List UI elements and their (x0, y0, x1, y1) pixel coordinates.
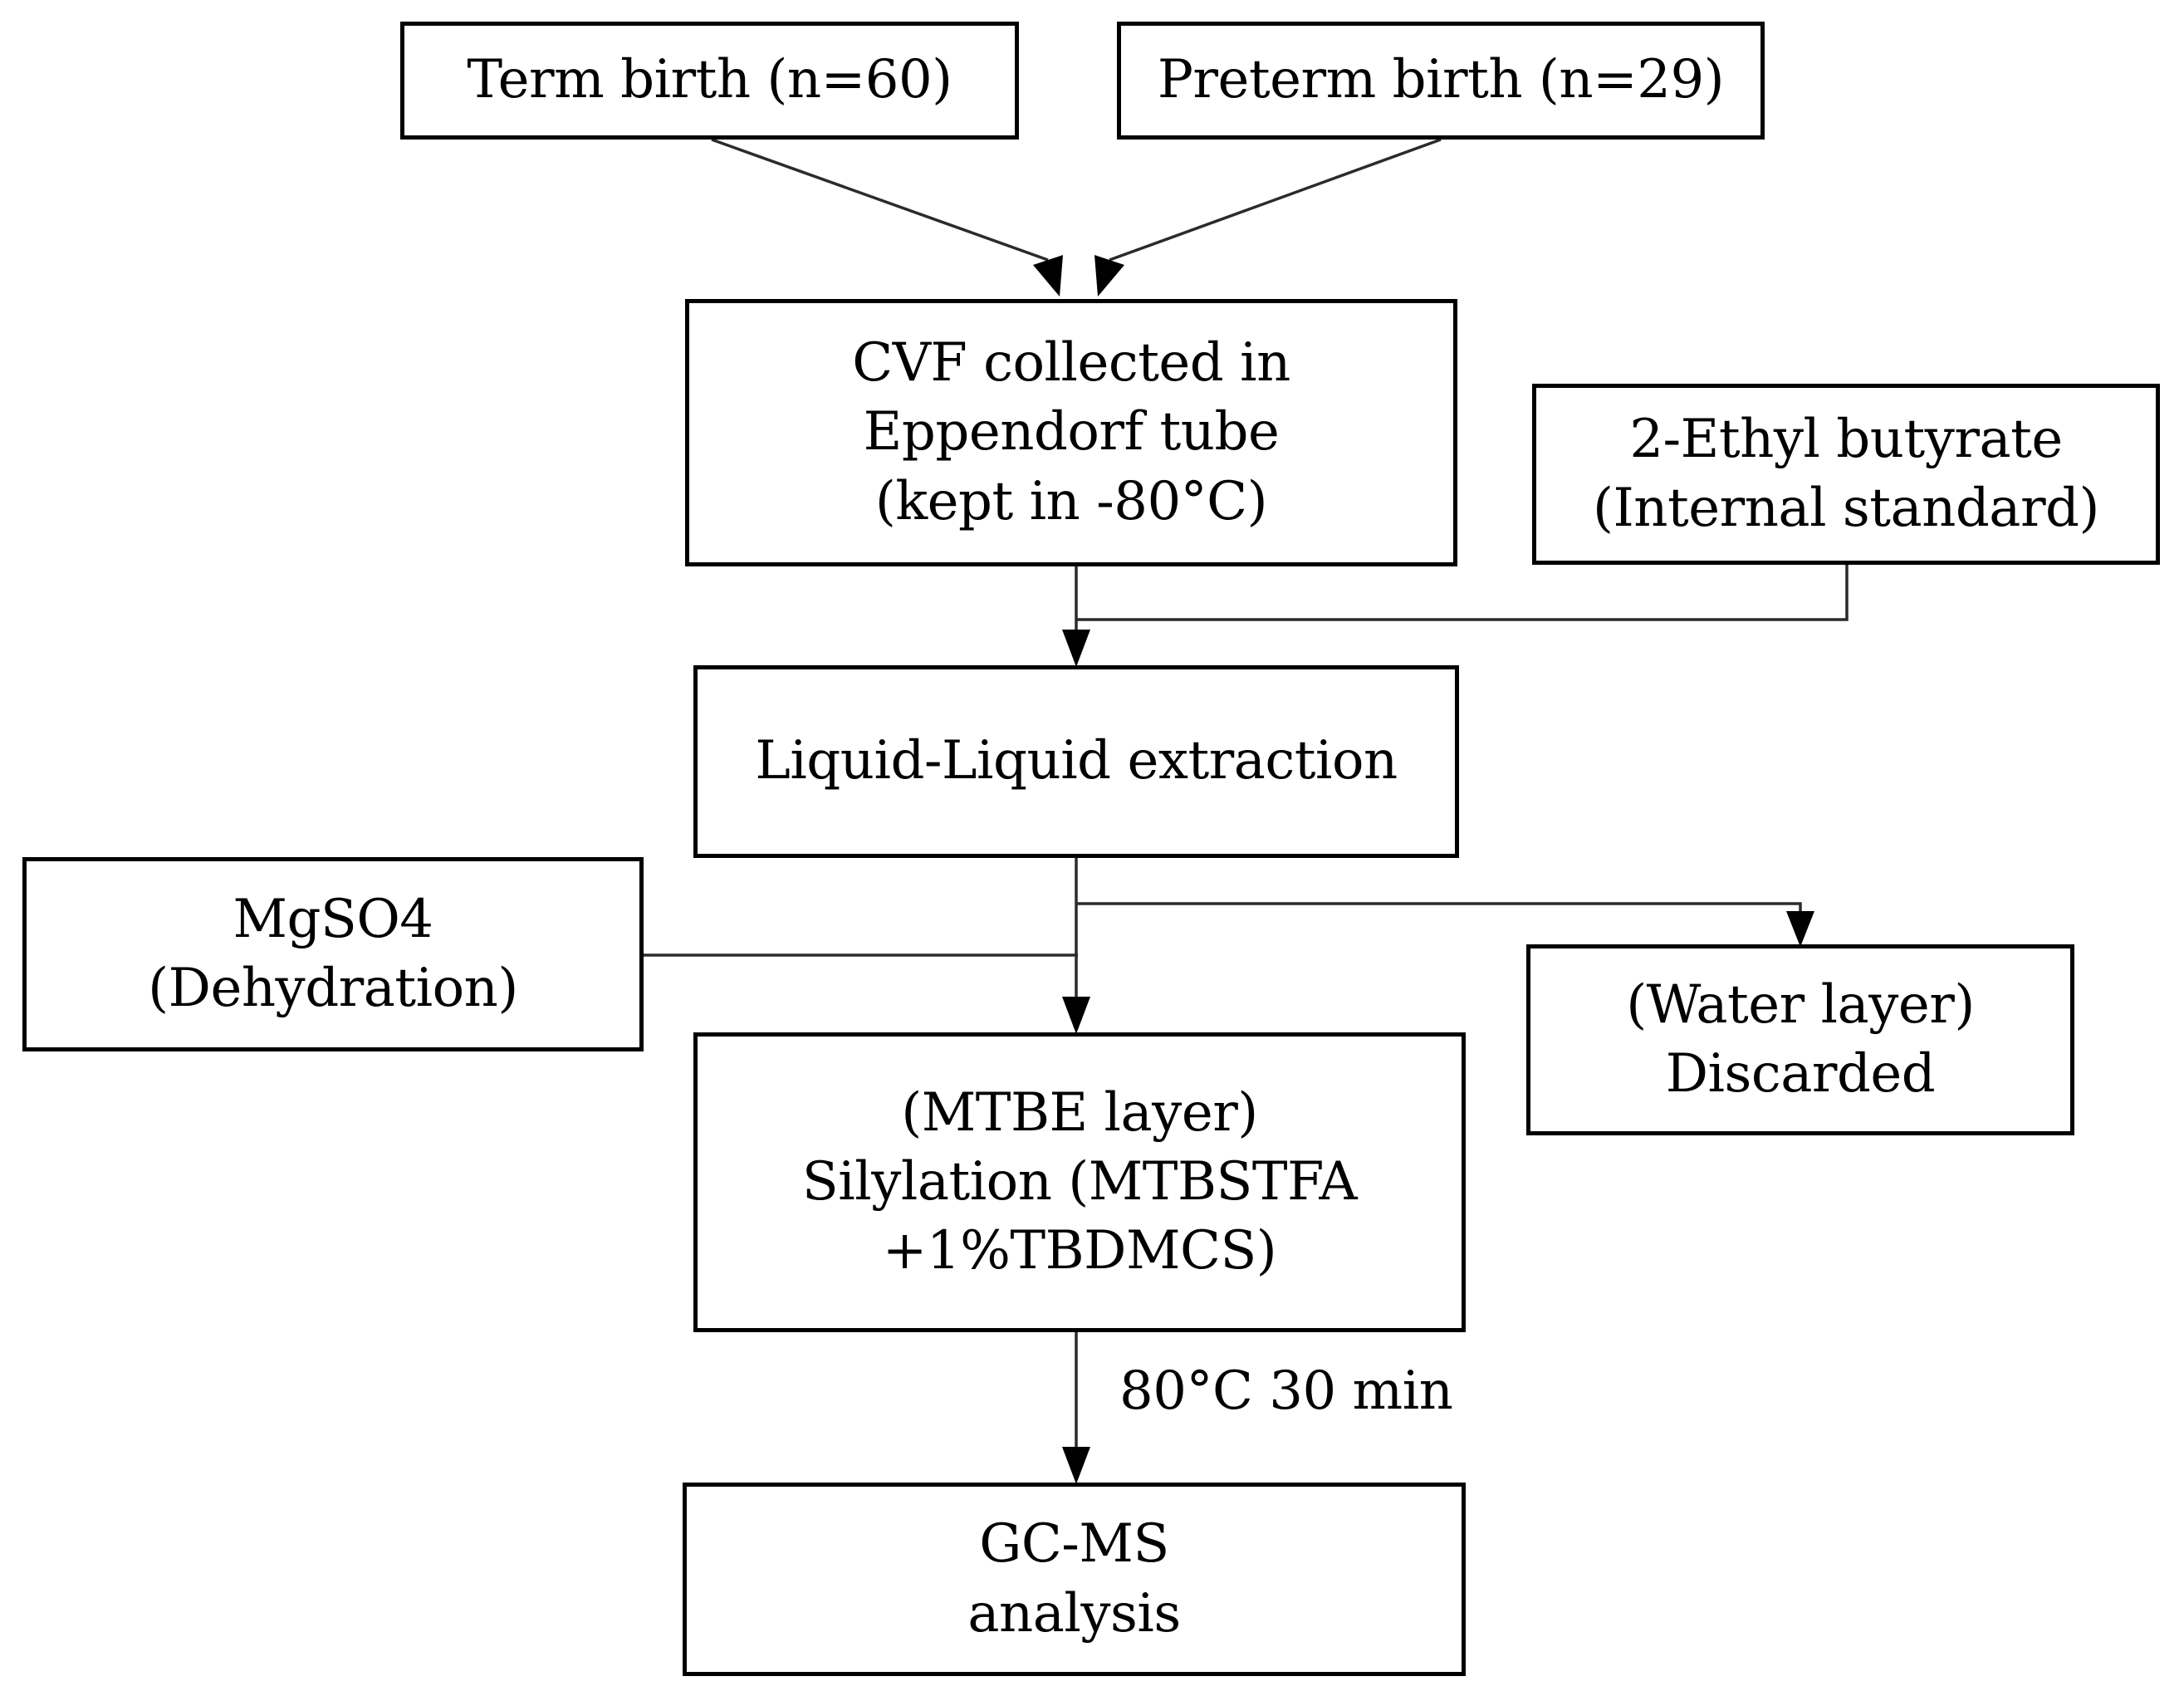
arrowhead-extraction-to-water (1786, 911, 1814, 947)
mtbe-line-3: +1%TBDMCS) (882, 1220, 1277, 1282)
internal-standard-line-2: (Internal standard) (1593, 478, 2099, 539)
gcms-line-2: analysis (967, 1582, 1181, 1644)
preterm-birth-box: Preterm birth (n=29) (1117, 22, 1765, 140)
mgso4-line-2: (Dehydration) (148, 958, 518, 1019)
liquid-liquid-extraction-label: Liquid-Liquid extraction (755, 730, 1398, 792)
arrowhead-term-to-cvf (1033, 255, 1063, 297)
mtbe-line-1: (MTBE layer) (901, 1081, 1258, 1144)
silylation-condition-label: 80°C 30 min (1119, 1360, 1453, 1422)
gcms-line-1: GC-MS (979, 1513, 1169, 1576)
edge-extraction-to-water (1076, 902, 1802, 914)
gcms-analysis-box: GC-MS analysis (683, 1483, 1466, 1676)
term-birth-box: Term birth (n=60) (400, 22, 1019, 140)
cvf-collection-box: CVF collected in Eppendorf tube (kept in… (685, 299, 1457, 566)
cvf-line-1: CVF collected in (852, 332, 1290, 395)
water-layer-line-1: (Water layer) (1626, 973, 1975, 1036)
arrowhead-cvf-to-extraction (1062, 630, 1090, 667)
mgso4-dehydration-box: MgSO4 (Dehydration) (22, 857, 644, 1051)
preterm-birth-label: Preterm birth (n=29) (1157, 49, 1725, 111)
mgso4-line-1: MgSO4 (233, 888, 433, 950)
edge-preterm-to-cvf (1109, 138, 1442, 262)
liquid-liquid-extraction-box: Liquid-Liquid extraction (693, 665, 1459, 858)
mtbe-line-2: Silylation (MTBSTFA (801, 1150, 1358, 1213)
term-birth-label: Term birth (n=60) (467, 49, 952, 111)
edge-ethyl-to-extraction (1076, 565, 1849, 621)
water-layer-discarded-box: (Water layer) Discarded (1526, 944, 2074, 1135)
internal-standard-box: 2-Ethyl butyrate (Internal standard) (1532, 384, 2160, 565)
cvf-line-3: (kept in -80°C) (874, 470, 1268, 532)
arrowhead-mtbe-to-gcms (1062, 1447, 1090, 1484)
cvf-line-2: Eppendorf tube (863, 401, 1280, 463)
water-layer-line-2: Discarded (1665, 1043, 1936, 1105)
arrowhead-preterm-to-cvf (1094, 255, 1124, 297)
internal-standard-line-1: 2-Ethyl butyrate (1629, 408, 2063, 470)
edge-term-to-cvf (711, 138, 1049, 262)
arrowhead-extraction-to-mtbe (1062, 997, 1090, 1034)
mtbe-silylation-box: (MTBE layer) Silylation (MTBSTFA +1%TBDM… (693, 1032, 1466, 1332)
